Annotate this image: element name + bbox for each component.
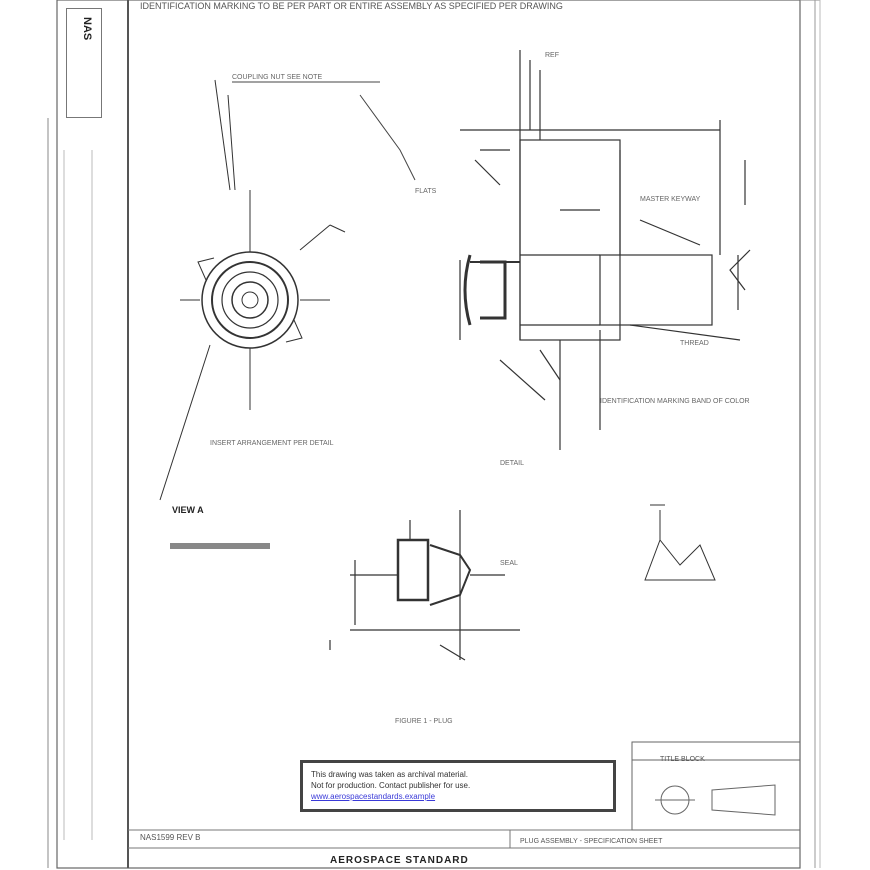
title-block-label: TITLE BLOCK [660,756,705,763]
callout-coupling-nut: COUPLING NUT SEE NOTE [232,74,323,81]
front-view [159,79,346,501]
callout-thread: THREAD [680,340,709,347]
view-label: VIEW A [172,505,204,515]
footer-title: AEROSPACE STANDARD [330,855,469,866]
left-strip-ticks [63,150,93,840]
callout-seal: SEAL [500,560,518,567]
callout-flats: FLATS [415,188,437,195]
side-code: NAS [81,17,93,41]
sheet-border [56,0,801,869]
notice-line-2: Not for production. Contact publisher fo… [311,781,471,790]
footer-sheet-title: PLUG ASSEMBLY - SPECIFICATION SHEET [520,838,663,845]
notice-link[interactable]: www.aerospacestandards.example [311,792,436,801]
callout-detail: DETAIL [500,460,524,467]
callout-identification: IDENTIFICATION MARKING BAND OF COLOR [600,398,750,405]
lower-view [329,510,520,661]
notice-line-1: This drawing was taken as archival mater… [311,770,468,779]
side-view [459,50,751,450]
callout-insert: INSERT ARRANGEMENT PER DETAIL [210,440,334,447]
side-code-box: NAS [66,8,102,118]
title-block [631,741,801,831]
notice-box: This drawing was taken as archival mater… [300,760,616,812]
triangle-symbol [644,504,716,581]
footer-doc-id: NAS1599 REV B [140,833,201,842]
callout-ref: REF [545,52,559,59]
detail-bar [170,543,270,549]
callout-keyway: MASTER KEYWAY [640,196,701,203]
top-note: IDENTIFICATION MARKING TO BE PER PART OR… [140,1,563,11]
figure-label: FIGURE 1 - PLUG [395,718,453,725]
